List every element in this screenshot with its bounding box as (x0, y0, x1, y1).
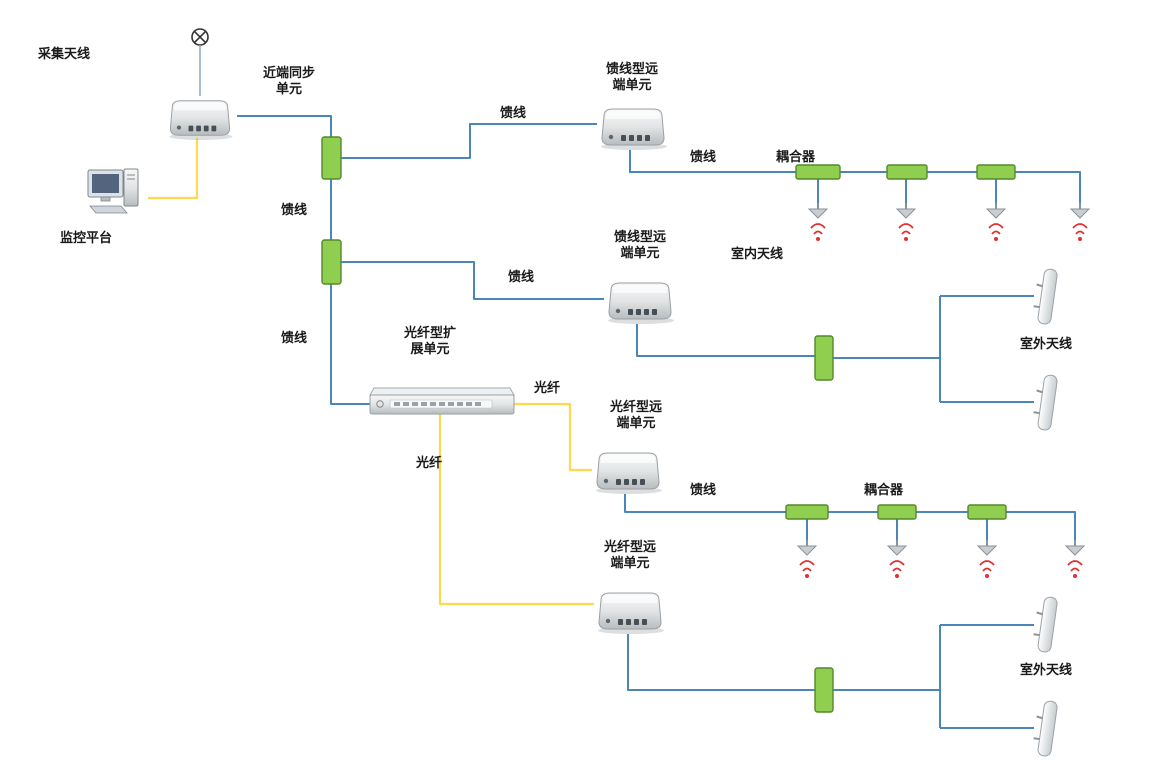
indoor-antenna-icon (808, 203, 828, 242)
indoor-antenna-icon (977, 540, 997, 579)
coupler-row1-c (976, 164, 1016, 180)
label-fiber-remote-unit-1: 光纤型远 端单元 (609, 400, 662, 432)
coupler-row1-a (795, 164, 841, 180)
label-indoor-antenna: 室内天线 (731, 247, 784, 262)
label-collect-antenna: 采集天线 (38, 47, 91, 62)
indoor-antenna-icon (896, 203, 916, 242)
label-feeder-edge-2: 馈线 (281, 203, 308, 218)
indoor-antenna-icon (1070, 203, 1090, 242)
feeder-remote-unit-1-device (600, 108, 668, 150)
outdoor-antenna-icon (1032, 594, 1059, 654)
coupler-row1-b (886, 164, 928, 180)
label-fiber-expand-unit: 光纤型扩 展单元 (403, 326, 456, 358)
label-feeder-edge-5: 馈线 (690, 150, 717, 165)
label-feeder-edge-4: 馈线 (281, 331, 308, 346)
label-feeder-remote-unit-1: 馈线型远 端单元 (605, 62, 658, 94)
label-feeder-remote-unit-2: 馈线型远 端单元 (613, 230, 666, 262)
label-near-sync-unit: 近端同步 单元 (262, 66, 315, 98)
indoor-antenna-icon (986, 203, 1006, 242)
feeder-remote-unit-2-device (607, 282, 675, 324)
outdoor-splitter-2 (814, 667, 834, 713)
outdoor-antenna-icon (1032, 372, 1059, 432)
fiber-cable-2 (438, 414, 594, 606)
couplers-and-splitters (321, 136, 1016, 713)
splitter-2 (321, 239, 342, 285)
coupler-row2-a (785, 504, 829, 520)
label-feeder-edge-3: 馈线 (508, 270, 535, 285)
indoor-antenna-icon (797, 540, 817, 579)
label-outdoor-antenna-1: 室外天线 (1020, 337, 1073, 352)
near-sync-unit-device (168, 100, 234, 140)
label-feeder-edge-1: 馈线 (500, 106, 527, 121)
outdoor-splitter-1 (814, 335, 834, 381)
monitor-cable (148, 138, 199, 200)
yellow-cable-lines (148, 138, 594, 606)
fiber-expansion-unit-device (369, 387, 515, 415)
label-fiber-edge-2: 光纤 (416, 456, 443, 471)
label-outdoor-antenna-2: 室外天线 (1020, 663, 1073, 678)
fiber-remote-unit-1-device (595, 452, 663, 494)
coupler-row2-c (967, 504, 1007, 520)
splitter-1 (321, 136, 342, 180)
coupler-row2-b (877, 504, 917, 520)
monitor-platform-computer-icon (87, 168, 139, 214)
label-fiber-remote-unit-2: 光纤型远 端单元 (603, 540, 656, 572)
label-coupler-2: 耦合器 (864, 483, 904, 498)
label-feeder-edge-6: 馈线 (690, 483, 717, 498)
indoor-antenna-icon (1065, 540, 1085, 579)
fiber-cable-1 (514, 402, 592, 472)
outdoor-antenna-icon (1032, 698, 1059, 758)
collect-antenna-icon (191, 28, 209, 46)
label-fiber-edge-1: 光纤 (534, 381, 561, 396)
outdoor-antenna-icon (1032, 266, 1059, 326)
fiber-remote-unit-2-device (597, 592, 665, 634)
label-monitor-platform: 监控平台 (60, 231, 113, 246)
label-coupler-1: 耦合器 (776, 150, 816, 165)
indoor-antenna-icon (887, 540, 907, 579)
